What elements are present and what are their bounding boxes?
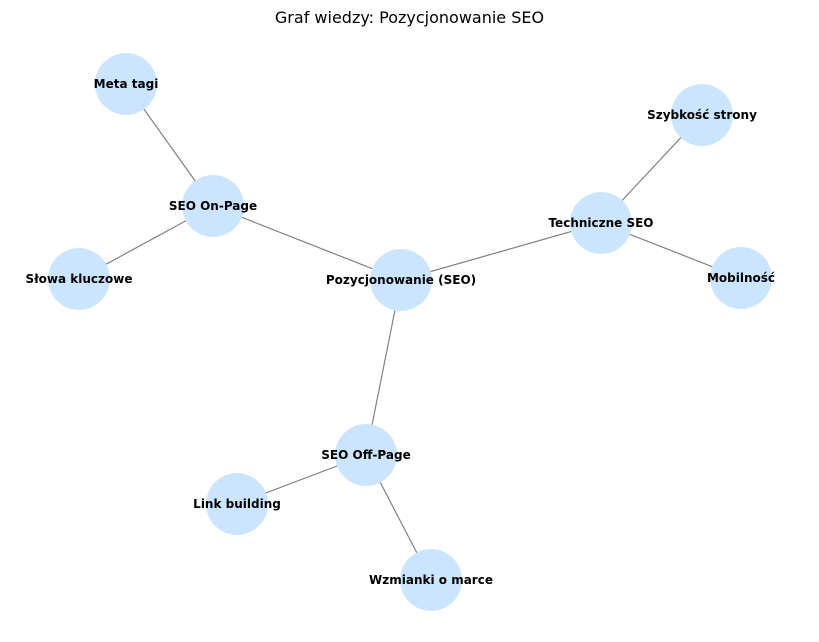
node-label: Link building: [193, 497, 281, 511]
node-label: Mobilność: [707, 271, 775, 285]
node-seo[interactable]: Pozycjonowanie (SEO): [326, 249, 476, 311]
node-label: Szybkość strony: [647, 108, 757, 122]
node-circle: [710, 247, 772, 309]
node-links[interactable]: Link building: [193, 473, 281, 535]
node-circle: [570, 192, 632, 254]
node-label: Techniczne SEO: [548, 216, 653, 230]
node-offpage[interactable]: SEO Off-Page: [321, 424, 411, 486]
node-label: Pozycjonowanie (SEO): [326, 273, 476, 287]
chart-title: Graf wiedzy: Pozycjonowanie SEO: [274, 8, 545, 27]
node-label: Meta tagi: [94, 77, 159, 91]
node-label: Wzmianki o marce: [369, 573, 493, 587]
node-meta[interactable]: Meta tagi: [94, 53, 159, 115]
node-circle: [335, 424, 397, 486]
node-speed[interactable]: Szybkość strony: [647, 84, 757, 146]
node-label: Słowa kluczowe: [26, 272, 133, 286]
node-keywords[interactable]: Słowa kluczowe: [26, 248, 133, 310]
node-circle: [671, 84, 733, 146]
node-circle: [370, 249, 432, 311]
node-label: SEO On-Page: [169, 199, 257, 213]
node-onpage[interactable]: SEO On-Page: [169, 175, 257, 237]
node-circle: [400, 549, 462, 611]
nodes-layer: Pozycjonowanie (SEO) SEO On-Page Meta tagi…: [26, 53, 775, 611]
edge-seo-onpage: [212, 205, 402, 281]
node-label: SEO Off-Page: [321, 448, 410, 462]
edge-seo-tech: [400, 222, 602, 281]
node-tech[interactable]: Techniczne SEO: [548, 192, 654, 254]
node-circle: [48, 248, 110, 310]
node-circle: [182, 175, 244, 237]
node-circle: [206, 473, 268, 535]
node-circle: [95, 53, 157, 115]
node-mentions[interactable]: Wzmianki o marce: [369, 549, 493, 611]
edges-layer: [78, 83, 742, 581]
node-mobile[interactable]: Mobilność: [707, 247, 775, 309]
